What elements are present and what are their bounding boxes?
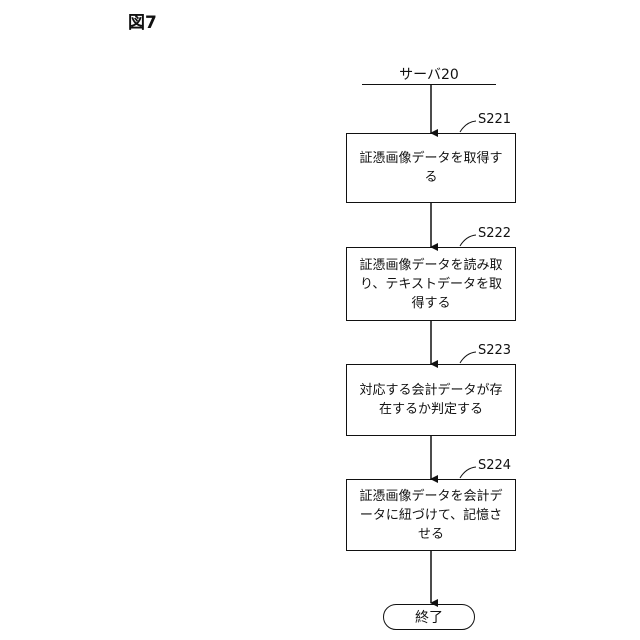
step-text-s223: 対応する会計データが存在するか判定する xyxy=(347,381,515,419)
step-text-s222: 証憑画像データを読み取り、テキストデータを取得する xyxy=(347,256,515,313)
step-id-s223: S223 xyxy=(478,343,511,358)
end-terminal: 終了 xyxy=(383,604,475,630)
step-id-s222: S222 xyxy=(478,226,511,241)
leader-s224 xyxy=(460,467,476,478)
step-box-s224: 証憑画像データを会計データに紐づけて、記憶させる xyxy=(346,479,516,551)
step-id-s224: S224 xyxy=(478,458,511,473)
step-box-s222: 証憑画像データを読み取り、テキストデータを取得する xyxy=(346,247,516,321)
leader-s221 xyxy=(460,121,476,132)
step-text-s224: 証憑画像データを会計データに紐づけて、記憶させる xyxy=(347,487,515,544)
step-id-s221: S221 xyxy=(478,112,511,127)
leader-s222 xyxy=(460,235,476,246)
step-box-s221: 証憑画像データを取得する xyxy=(346,133,516,203)
leader-s223 xyxy=(460,352,476,363)
step-box-s223: 対応する会計データが存在するか判定する xyxy=(346,364,516,436)
step-text-s221: 証憑画像データを取得する xyxy=(347,149,515,187)
